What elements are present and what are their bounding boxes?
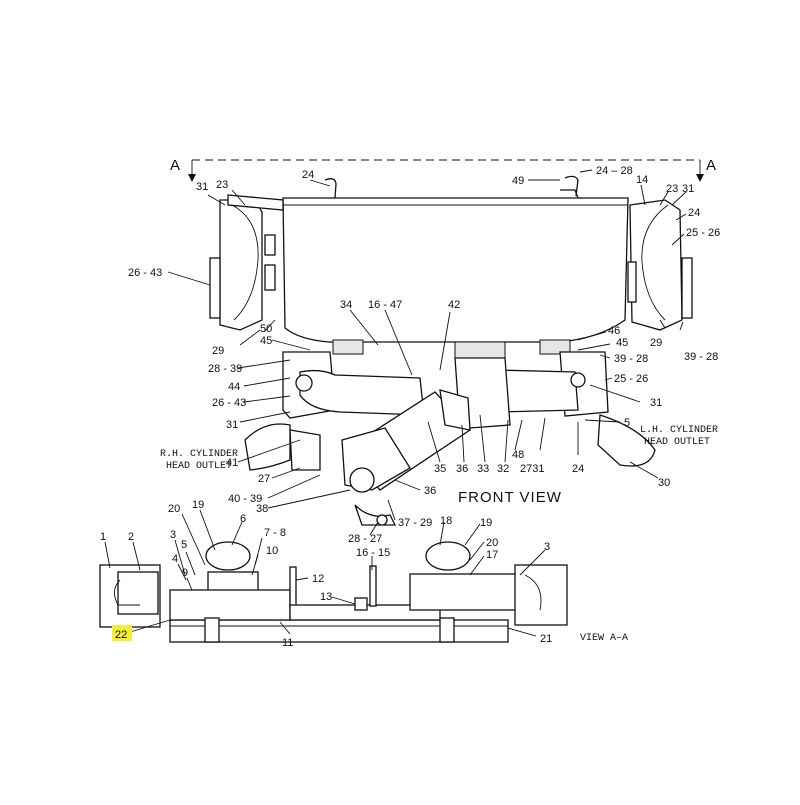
callout-2: 2 [128, 531, 134, 543]
callout-labels: 49 24 – 28 24 31 23 26 - 43 14 23 31 24 … [100, 165, 720, 649]
callout-1: 1 [100, 531, 106, 543]
callout-17: 17 [486, 549, 498, 561]
callout-45-right: 45 [616, 337, 628, 349]
callout-16-15: 16 - 15 [356, 547, 390, 559]
callout-29-right: 29 [650, 337, 662, 349]
callout-5-right: 5 [624, 417, 630, 429]
callout-3-right: 3 [544, 541, 550, 553]
callout-11: 11 [282, 637, 293, 649]
callout-22: 22 [115, 629, 127, 641]
callout-24-28: 24 – 28 [596, 165, 633, 177]
lh-caption-line1: L.H. CYLINDER [640, 425, 718, 436]
callout-14: 14 [636, 174, 648, 186]
leader-lines [104, 169, 687, 637]
callout-35: 35 [434, 463, 446, 475]
lh-caption-line2: HEAD OUTLET [644, 437, 710, 448]
highlight-box [112, 625, 132, 641]
callout-10: 10 [266, 545, 278, 557]
front-view-drawing [209, 175, 693, 526]
callout-39-28-midright: 39 - 28 [614, 353, 648, 365]
callout-34: 34 [340, 299, 352, 311]
callout-49: 49 [512, 175, 524, 187]
callout-31-midright: 31 [650, 397, 662, 409]
callout-16-47: 16 - 47 [368, 299, 402, 311]
view-aa-title: VIEW A–A [580, 633, 628, 644]
front-view-title: FRONT VIEW [458, 489, 562, 506]
callout-45-left: 45 [260, 335, 272, 347]
callout-40-39: 40 - 39 [228, 493, 262, 505]
callout-28-27: 28 - 27 [348, 533, 382, 545]
callout-24-right: 24 [688, 207, 700, 219]
callout-50: 50 [260, 323, 272, 335]
callout-20-right: 20 [486, 537, 498, 549]
callout-18: 18 [440, 515, 452, 527]
callout-9: 9 [182, 567, 188, 579]
callout-26-43-left: 26 - 43 [128, 267, 162, 279]
callout-4: 4 [172, 553, 178, 565]
callout-23-tr: 23 [666, 183, 678, 195]
callout-31-tr: 31 [682, 183, 694, 195]
callout-36-a: 36 [456, 463, 468, 475]
section-marker-left: A [170, 157, 180, 174]
callout-46: 46 [608, 325, 620, 337]
callout-27: 27 [258, 473, 270, 485]
callout-30: 30 [658, 477, 670, 489]
callout-19-right: 19 [480, 517, 492, 529]
callout-39-28-right: 39 - 28 [684, 351, 718, 363]
rh-caption-line2: HEAD OUTLET [166, 461, 232, 472]
callout-27-31: 2731 [520, 463, 544, 475]
callout-12: 12 [312, 573, 324, 585]
callout-13: 13 [320, 591, 332, 603]
callout-29-left: 29 [212, 345, 224, 357]
section-line-a-a: A A [170, 157, 716, 182]
callout-44: 44 [228, 381, 240, 393]
callout-19-left: 19 [192, 499, 204, 511]
captions: R.H. CYLINDER HEAD OUTLET L.H. CYLINDER … [160, 425, 718, 644]
callout-42: 42 [448, 299, 460, 311]
callout-25-26-midright: 25 - 26 [614, 373, 648, 385]
callout-23-tl: 23 [216, 179, 228, 191]
callout-31-tl: 31 [196, 181, 208, 193]
callout-41: 41 [226, 457, 238, 469]
callout-33: 33 [477, 463, 489, 475]
callout-21: 21 [540, 633, 552, 645]
callout-24-top: 24 [302, 169, 314, 181]
callout-3-left: 3 [170, 529, 176, 541]
callout-48: 48 [512, 449, 524, 461]
section-a-a-drawing [99, 541, 568, 643]
callout-32: 32 [497, 463, 509, 475]
callout-20-left: 20 [168, 503, 180, 515]
callout-31-midleft: 31 [226, 419, 238, 431]
callout-25-26-right: 25 - 26 [686, 227, 720, 239]
callout-26-43-midleft: 26 - 43 [212, 397, 246, 409]
rh-caption-line1: R.H. CYLINDER [160, 449, 238, 460]
callout-5-left: 5 [181, 539, 187, 551]
callout-24-mid: 24 [572, 463, 584, 475]
callout-6: 6 [240, 513, 246, 525]
callout-28-39-left: 28 - 39 [208, 363, 242, 375]
highlighted-callout: 22 [112, 625, 132, 641]
callout-7-8: 7 - 8 [264, 527, 286, 539]
callout-37-29: 37 - 29 [398, 517, 432, 529]
section-marker-right: A [706, 157, 716, 174]
callout-38: 38 [256, 503, 268, 515]
callout-36-b: 36 [424, 485, 436, 497]
